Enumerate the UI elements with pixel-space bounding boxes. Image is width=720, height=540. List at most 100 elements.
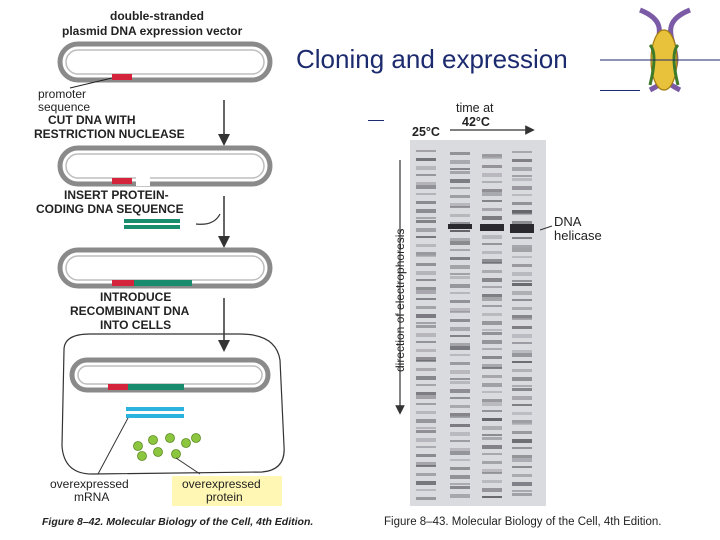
gel-band xyxy=(450,276,470,279)
step1-line-1: CUT DNA WITH xyxy=(48,113,136,127)
gel-band xyxy=(450,214,470,217)
gel-band xyxy=(450,424,470,427)
gel-band xyxy=(512,377,532,381)
gel-band xyxy=(512,221,532,224)
gel-band xyxy=(482,480,502,483)
gel-band xyxy=(482,157,502,159)
gel-band xyxy=(450,448,470,451)
gel-band xyxy=(450,483,470,485)
gel-band xyxy=(482,321,502,325)
gel-band xyxy=(482,208,502,211)
gel-band xyxy=(512,404,532,406)
gel-band xyxy=(512,326,532,329)
gel-band xyxy=(482,200,502,202)
step2-line-2: CODING DNA SEQUENCE xyxy=(36,202,184,216)
insert-arrow xyxy=(196,214,220,224)
gel-band xyxy=(416,255,436,257)
gel-band xyxy=(416,384,436,386)
gel-band xyxy=(512,283,532,286)
gel-band xyxy=(450,187,470,189)
gel-band xyxy=(482,173,502,177)
gel-band xyxy=(482,235,502,239)
mrna-label-line-2: mRNA xyxy=(74,490,109,504)
gel-band xyxy=(482,181,502,183)
gel-band xyxy=(416,287,436,290)
gel-band xyxy=(512,291,532,295)
gel-band xyxy=(416,497,436,500)
temperature-label: 25°C xyxy=(412,125,440,139)
gel-band xyxy=(512,213,532,215)
gel-band xyxy=(416,427,436,429)
gel-band xyxy=(450,257,470,260)
gel-band xyxy=(416,341,436,343)
gel-band xyxy=(482,216,502,220)
gel-band xyxy=(450,467,470,470)
gel-band xyxy=(482,286,502,288)
step3-line-3: INTO CELLS xyxy=(100,318,171,332)
right-caption: Figure 8–43. Molecular Biology of the Ce… xyxy=(384,516,661,528)
gel-band xyxy=(450,459,470,461)
gel-band xyxy=(512,167,532,171)
gel-band xyxy=(482,305,502,307)
gel-band xyxy=(512,159,532,162)
gel-band xyxy=(416,263,436,266)
plasmid-vector xyxy=(60,44,270,80)
gel-band xyxy=(482,332,502,335)
step3-line-2: RECOMBINANT DNA xyxy=(70,304,190,318)
gel-band xyxy=(512,388,532,391)
gel-band xyxy=(512,307,532,310)
gel-band xyxy=(512,482,532,486)
gel-band xyxy=(416,403,436,405)
gel-band xyxy=(482,418,502,421)
promoter-segment xyxy=(112,74,132,80)
gel-band xyxy=(482,294,502,297)
gel-band xyxy=(450,160,470,164)
gel-band xyxy=(416,368,436,371)
gel-band xyxy=(450,405,470,408)
gel-band xyxy=(416,322,436,324)
gel-band xyxy=(512,202,532,205)
gel-band xyxy=(450,327,470,331)
promoter-label-line-1: promoter xyxy=(38,87,86,101)
gel-band xyxy=(512,396,532,400)
gel-band xyxy=(450,354,470,356)
helicase-band xyxy=(480,224,504,231)
gel-band xyxy=(450,335,470,337)
gel-band xyxy=(482,402,502,406)
gel-band xyxy=(416,209,436,213)
gel-band xyxy=(416,193,436,195)
gel-band xyxy=(450,311,470,313)
gel-band xyxy=(482,189,502,192)
gel-band xyxy=(450,206,470,208)
gel-band xyxy=(450,397,470,399)
gel-band xyxy=(416,271,436,275)
gel-band xyxy=(450,265,470,269)
helicase-band xyxy=(510,224,534,233)
gel-band xyxy=(416,392,436,395)
mrna-label-line-1: overexpressed xyxy=(50,477,129,491)
gel-band xyxy=(512,423,532,425)
gel-band xyxy=(450,171,470,174)
gel-band xyxy=(482,270,502,273)
gel-band xyxy=(482,488,502,492)
gel-band xyxy=(512,361,532,363)
gel-band xyxy=(482,348,502,350)
gel-band xyxy=(482,496,502,498)
gel-band xyxy=(482,278,502,282)
gel-band xyxy=(512,466,532,468)
gel-band xyxy=(416,411,436,414)
gel-band xyxy=(482,472,502,474)
gel-band xyxy=(482,453,502,455)
gel-band xyxy=(416,419,436,423)
gel-band xyxy=(416,489,436,491)
band-label-line-2: helicase xyxy=(554,228,602,243)
time-label-line-2: 42°C xyxy=(462,115,490,129)
gel-band xyxy=(450,362,470,365)
gel-band xyxy=(416,201,436,204)
gel-band xyxy=(482,356,502,359)
gel-band xyxy=(416,166,436,170)
gel-band xyxy=(450,241,470,245)
gel-band xyxy=(450,300,470,303)
recombinant-plasmid xyxy=(60,250,270,286)
gel-band xyxy=(450,195,470,198)
